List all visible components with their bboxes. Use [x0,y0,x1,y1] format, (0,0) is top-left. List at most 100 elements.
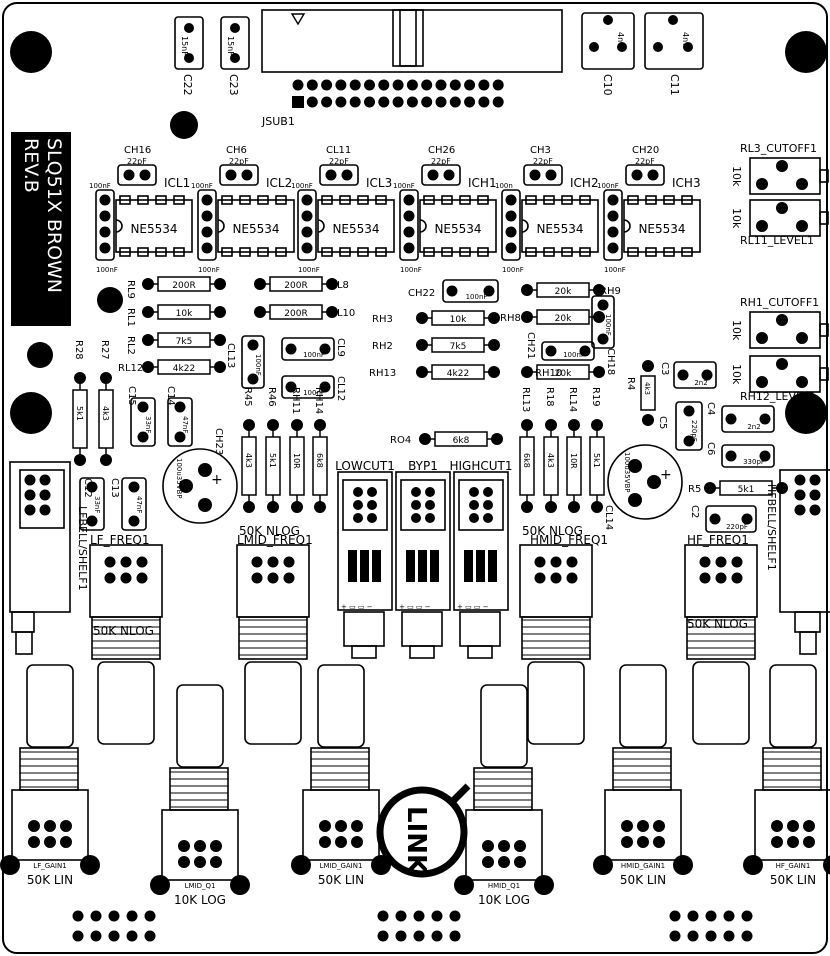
svg-text:100nF: 100nF [466,293,488,301]
svg-text:CH18: CH18 [605,348,616,375]
svg-text:100nF: 100nF [198,266,220,274]
svg-text:22pF: 22pF [431,157,451,166]
svg-text:CL13: CL13 [225,343,236,368]
svg-text:10k: 10k [176,309,193,319]
svg-text:RH12_LEVEL1: RH12_LEVEL1 [740,390,816,403]
svg-text:6k8: 6k8 [453,436,470,446]
board-title: SLQ51X BROWN [43,138,65,293]
svg-text:220pF: 220pF [690,420,698,442]
svg-text:RL10: RL10 [330,308,355,319]
svg-text:+ ▭ ▭ −: + ▭ ▭ − [341,603,373,611]
svg-text:R27: R27 [99,340,110,360]
board-revision: REV.B [20,138,42,193]
svg-text:15nF: 15nF [226,36,235,56]
mounting-holes [10,31,827,434]
cap-ch18: 100nF CH18 [591,295,616,375]
svg-text:50K LIN: 50K LIN [620,873,666,887]
ch23-label: CH23 [213,428,224,455]
svg-text:RH8: RH8 [500,313,521,324]
svg-text:RH14: RH14 [313,387,324,414]
svg-text:RL9: RL9 [125,280,136,299]
svg-text:R5: R5 [688,484,701,495]
link-logo: LINK [376,783,471,878]
svg-text:C13: C13 [109,478,120,498]
svg-text:20k: 20k [555,287,572,297]
svg-text:RL3_CUTOFF1: RL3_CUTOFF1 [740,142,817,155]
switch-label: LOWCUT1 [335,459,395,473]
chcap-ref: CH26 [428,145,455,156]
svg-text:4n7: 4n7 [616,32,625,47]
pot-ref: LF_FREQ1 [90,533,150,547]
svg-text:10k: 10k [450,315,467,325]
svg-text:RL13: RL13 [520,387,531,412]
svg-text:4k22: 4k22 [173,364,195,374]
switch-label: HIGHCUT1 [449,459,512,473]
svg-text:100nF: 100nF [604,314,612,336]
svg-text:RH13: RH13 [369,368,396,379]
svg-text:CL12: CL12 [335,376,346,401]
switch-label: BYP1 [408,459,438,473]
svg-text:47nF: 47nF [181,416,189,433]
svg-text:4n7: 4n7 [681,32,690,47]
svg-text:100nF: 100nF [89,182,111,190]
svg-text:10k: 10k [730,364,743,385]
svg-text:5k1: 5k1 [592,453,601,468]
logo-text: LINK [401,806,431,875]
chcap-ref: CH3 [530,145,551,156]
svg-text:4k3: 4k3 [101,406,110,421]
svg-text:200R: 200R [284,281,307,291]
svg-text:C5: C5 [657,416,668,429]
pot-ref: HF_GAIN1 [776,862,811,870]
ic-ref: ICL2 [266,176,292,190]
ch23-value: 100u35VBP [175,458,183,499]
svg-text:33nF: 33nF [93,496,101,513]
svg-text:200R: 200R [284,309,307,319]
svg-text:RL11_LEVEL1: RL11_LEVEL1 [740,234,814,247]
svg-text:RL12: RL12 [118,363,143,374]
svg-text:50K NLOG: 50K NLOG [93,624,154,638]
resistor-rl12: 4k22 RL12 [118,359,226,375]
lfbell-label: LFBELL/SHELF1 [76,506,89,591]
svg-text:2n2: 2n2 [747,423,760,431]
svg-text:R4: R4 [625,377,636,390]
svg-text:R19: R19 [590,387,601,407]
vertical-resistors: 5k1R284k3R274k3R455k1R4610RRH116k8RH146k… [72,340,605,513]
svg-text:20k: 20k [555,369,572,379]
cap-c5: 220pF C5 [657,401,703,451]
ic-ref: ICL3 [366,176,392,190]
svg-text:CH21: CH21 [525,332,536,359]
title-block: SLQ51X BROWN REV.B [11,132,71,326]
svg-text:100nF: 100nF [400,266,422,274]
filter-switches: + ▭ ▭ −LOWCUT1+ ▭ ▭ −BYP1+ ▭ ▭ −HIGHCUT1 [335,459,513,659]
svg-text:50K LIN: 50K LIN [770,873,816,887]
